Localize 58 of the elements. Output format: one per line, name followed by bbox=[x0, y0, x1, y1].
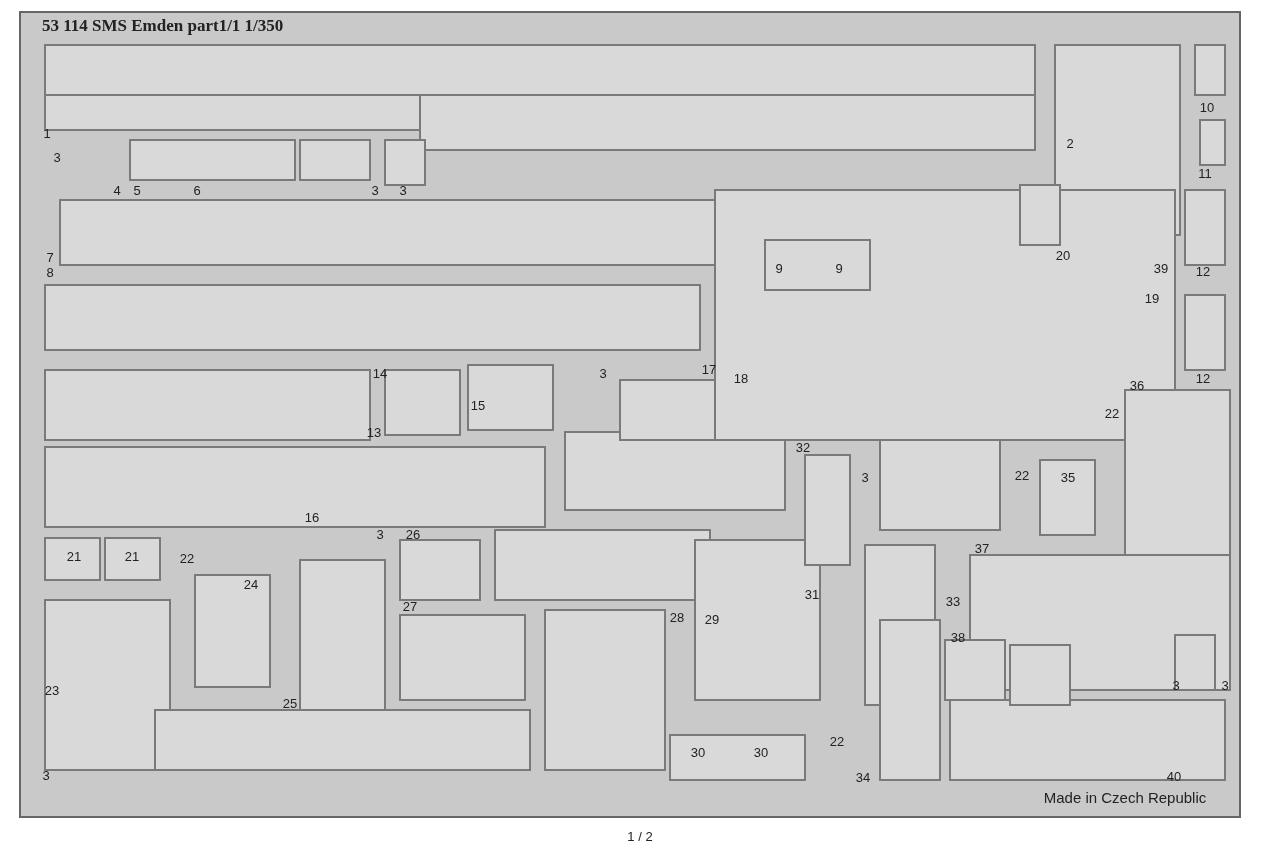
callout-number: 9 bbox=[835, 260, 843, 276]
callout-number: 38 bbox=[950, 629, 966, 645]
origin-note: Made in Czech Republic bbox=[1043, 788, 1207, 806]
callout-number: 8 bbox=[46, 264, 54, 280]
callout-number: 3 bbox=[42, 767, 50, 783]
callout-number: 39 bbox=[1153, 260, 1169, 276]
callout-number: 34 bbox=[855, 769, 871, 785]
callout-number: 10 bbox=[1199, 99, 1215, 115]
callout-number: 2 bbox=[1066, 135, 1074, 151]
callout-number: 30 bbox=[690, 744, 706, 760]
callout-number: 19 bbox=[1144, 290, 1160, 306]
callout-number: 22 bbox=[829, 733, 845, 749]
callout-number: 15 bbox=[470, 397, 486, 413]
callout-number: 21 bbox=[66, 548, 82, 564]
callout-number: 30 bbox=[753, 744, 769, 760]
callout-number: 3 bbox=[1221, 677, 1229, 693]
callout-number: 4 bbox=[113, 182, 121, 198]
callout-number: 16 bbox=[304, 509, 320, 525]
callout-number: 17 bbox=[701, 361, 717, 377]
callout-number: 12 bbox=[1195, 263, 1211, 279]
callout-number: 22 bbox=[179, 550, 195, 566]
callout-number: 22 bbox=[1104, 405, 1120, 421]
callout-number: 28 bbox=[669, 609, 685, 625]
callout-number: 11 bbox=[1198, 165, 1212, 181]
sheet-title: 53 114 SMS Emden part1/1 1/350 bbox=[42, 16, 284, 36]
callout-number: 3 bbox=[376, 526, 384, 542]
callout-number: 37 bbox=[974, 540, 990, 556]
callout-number: 12 bbox=[1195, 370, 1211, 386]
callout-number: 36 bbox=[1129, 377, 1145, 393]
callout-number: 32 bbox=[795, 439, 811, 455]
callout-number: 35 bbox=[1060, 469, 1076, 485]
callout-number: 21 bbox=[124, 548, 140, 564]
callout-number: 18 bbox=[733, 370, 749, 386]
callout-number: 13 bbox=[366, 424, 382, 440]
callout-number: 1 bbox=[43, 125, 51, 141]
callout-number: 25 bbox=[282, 695, 298, 711]
callout-number: 9 bbox=[775, 260, 783, 276]
callout-number: 26 bbox=[405, 526, 421, 542]
callout-number: 29 bbox=[704, 611, 720, 627]
callout-number: 3 bbox=[599, 365, 607, 381]
callout-number: 7 bbox=[46, 249, 54, 265]
callout-number: 40 bbox=[1166, 768, 1182, 784]
callout-number: 3 bbox=[53, 149, 61, 165]
callout-number: 22 bbox=[1014, 467, 1030, 483]
callout-number: 27 bbox=[402, 598, 418, 614]
callout-number: 3 bbox=[399, 182, 407, 198]
page-number: 1 / 2 bbox=[627, 828, 653, 844]
callout-number: 24 bbox=[243, 576, 259, 592]
callout-number: 14 bbox=[372, 365, 388, 381]
callout-number: 5 bbox=[133, 182, 141, 198]
callout-number: 20 bbox=[1055, 247, 1071, 263]
callout-number: 23 bbox=[44, 682, 60, 698]
callout-number: 3 bbox=[1172, 677, 1180, 693]
callout-number: 3 bbox=[371, 182, 379, 198]
callout-number: 31 bbox=[804, 586, 820, 602]
callout-number: 33 bbox=[945, 593, 961, 609]
callout-number: 6 bbox=[193, 182, 201, 198]
callout-number: 3 bbox=[861, 469, 869, 485]
